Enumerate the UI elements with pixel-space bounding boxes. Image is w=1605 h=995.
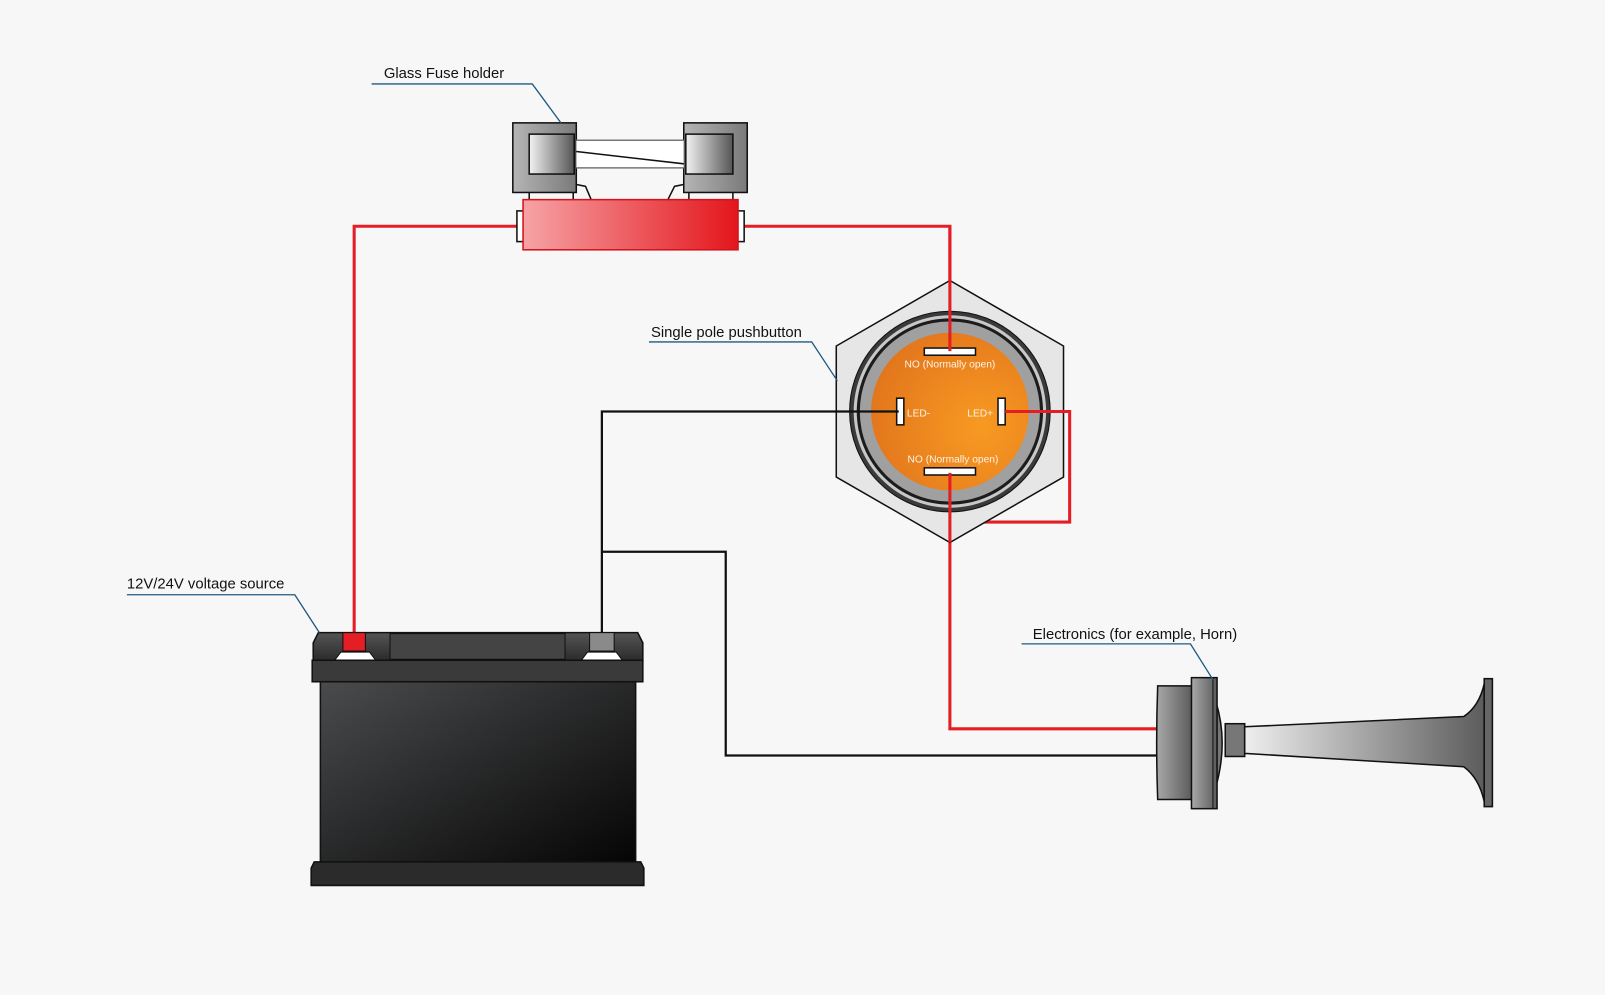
pushbutton-label: Single pole pushbutton [648,325,838,382]
voltage-source-label: 12V/24V voltage source [127,577,284,593]
negative-terminal [589,632,615,652]
battery [310,631,645,887]
negative-wires [600,410,1158,757]
pin-label-led-plus: LED+ [967,409,993,420]
wire-switch-to-horn [948,472,1158,731]
battery-label: 12V/24V voltage source [127,577,320,633]
single-pole-pushbutton: NO (Normally open) LED- LED+ NO (Normall… [835,226,1070,544]
electronics-label: Electronics (for example, Horn) [1033,627,1237,643]
pin-label-led-minus: LED- [907,409,930,420]
horn-label: Electronics (for example, Horn) [1021,627,1237,681]
pushbutton-label-text: Single pole pushbutton [651,325,802,341]
fuse-label: Glass Fuse holder [371,66,562,124]
positive-terminal [342,632,366,652]
horn [1155,676,1494,810]
wire-led-minus-to-battery [600,410,899,637]
wire-battery-to-fuse [352,224,517,637]
pin-label-no-top: NO (Normally open) [904,360,995,371]
wire-battery-to-horn [601,550,1158,757]
pin-label-no-bottom: NO (Normally open) [908,455,999,466]
fuse-body [522,198,739,251]
terminal-led-plus [997,397,1006,426]
fuse-holder-label: Glass Fuse holder [384,66,504,82]
glass-fuse-holder [512,122,748,251]
